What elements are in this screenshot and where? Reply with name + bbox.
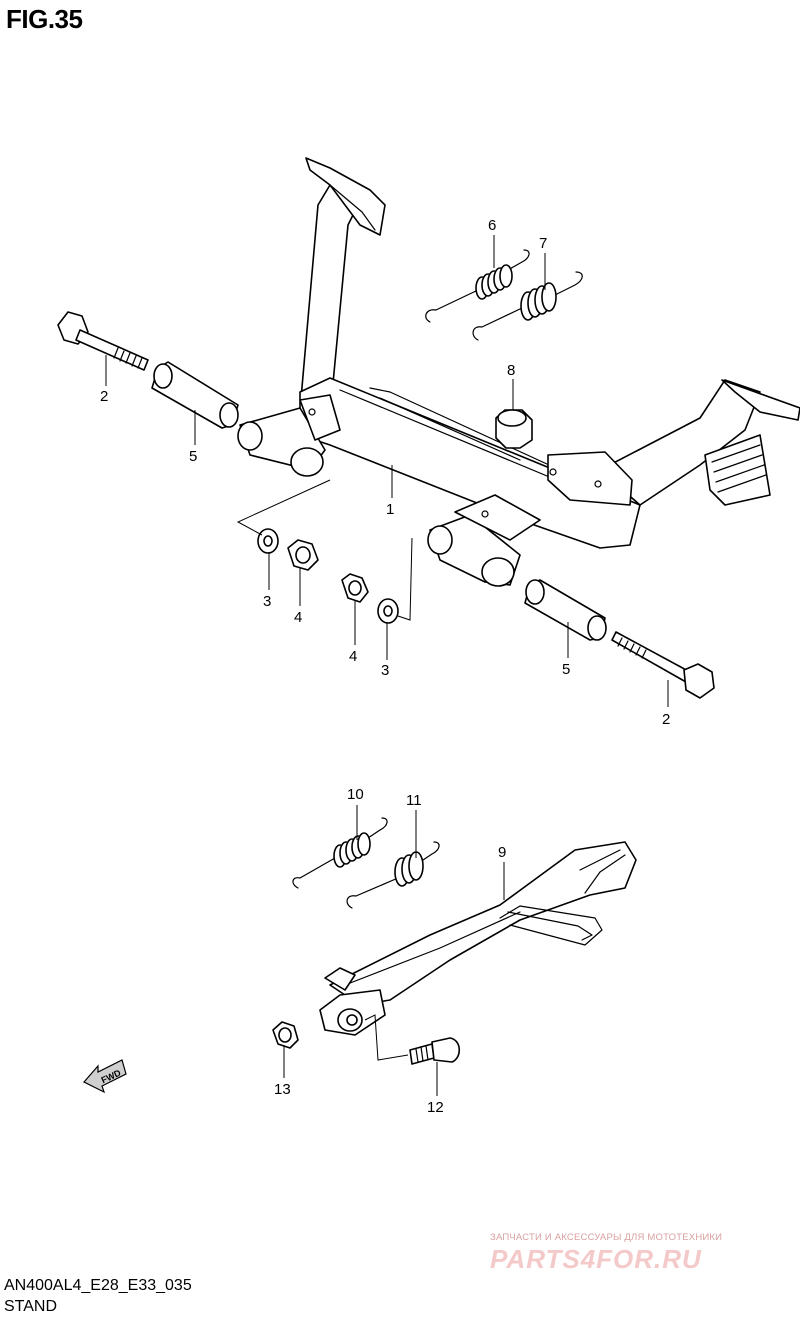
callout-9: 9 (498, 844, 506, 861)
washer-3-left (257, 528, 279, 554)
side-stand-part (319, 841, 637, 1036)
bolt-12 (409, 1037, 461, 1065)
spring-11 (346, 841, 440, 909)
collar-5-right (524, 579, 607, 641)
rubber-cap-8 (495, 409, 533, 449)
callout-4-left: 4 (294, 609, 302, 626)
callout-2-right: 2 (662, 711, 670, 728)
assembly-lines-upper (236, 479, 413, 621)
callout-2-left: 2 (100, 388, 108, 405)
callout-8: 8 (507, 362, 515, 379)
washer-3-right (377, 598, 399, 624)
assembly-name: STAND (4, 1298, 58, 1315)
spring-10 (292, 817, 388, 889)
nut-13 (272, 1021, 299, 1049)
spring-7 (472, 271, 583, 341)
fwd-arrow-icon: FWD (83, 1059, 127, 1094)
callout-1: 1 (386, 501, 394, 518)
callout-7: 7 (539, 235, 547, 252)
callout-4-right: 4 (349, 648, 357, 665)
watermark-tagline: ЗАПЧАСТИ И АКСЕССУАРЫ ДЛЯ МОТОТЕХНИКИ (490, 1232, 723, 1243)
spring-6 (425, 249, 530, 323)
center-stand-part (237, 157, 800, 587)
assembly-lines-lower (364, 1014, 409, 1061)
nut-4-left (287, 539, 319, 571)
watermark-logo: PARTS4FOR.RU (490, 1244, 702, 1274)
callout-12: 12 (427, 1099, 444, 1116)
callout-10: 10 (347, 786, 364, 803)
figure-title: FIG.35 (6, 4, 83, 34)
callout-5-left: 5 (189, 448, 197, 465)
callout-13: 13 (274, 1081, 291, 1098)
bolt-2-right (611, 631, 715, 699)
model-code: AN400AL4_E28_E33_035 (4, 1277, 192, 1294)
callout-3-right: 3 (381, 662, 389, 679)
collar-5-left (151, 361, 239, 429)
callout-3-left: 3 (263, 593, 271, 610)
callout-6: 6 (488, 217, 496, 234)
nut-4-right (341, 573, 369, 603)
callout-5-right: 5 (562, 661, 570, 678)
callout-leaders (105, 235, 669, 1096)
callout-11: 11 (406, 792, 422, 809)
bolt-2-left (57, 311, 149, 371)
